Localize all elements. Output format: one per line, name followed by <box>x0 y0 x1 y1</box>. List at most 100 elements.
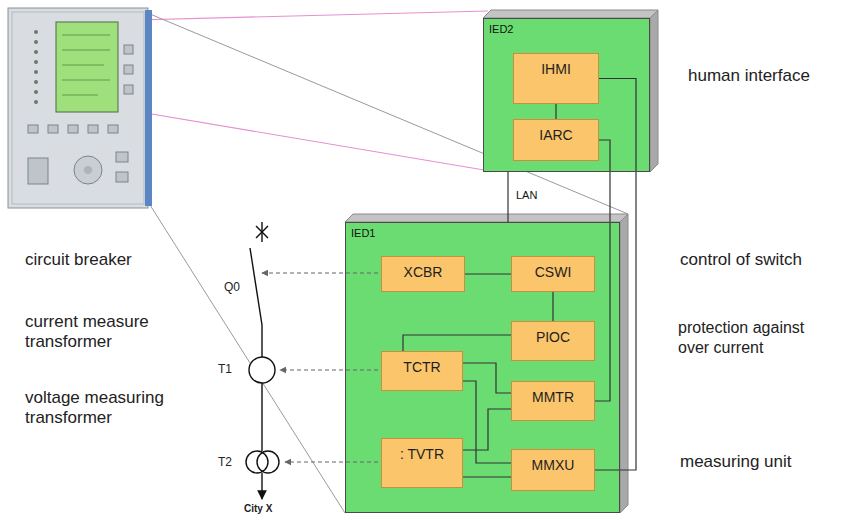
function-label: control of switch <box>680 250 802 270</box>
dashed-link <box>280 370 378 371</box>
ied-name: IED1 <box>346 224 375 240</box>
callout-label: City X <box>244 503 272 515</box>
callout-label: T2 <box>218 455 232 469</box>
callout-label: Q0 <box>224 280 240 294</box>
function-label: protection against over current <box>678 318 838 358</box>
feeder-arrow <box>261 473 262 499</box>
logical-node-name: TCTR <box>403 359 440 375</box>
logical-node-name: MMTR <box>532 389 574 405</box>
connector-line <box>595 79 636 471</box>
breaker-cross <box>256 226 268 238</box>
ied-name: IED2 <box>484 20 513 36</box>
connector-line <box>463 381 511 463</box>
logical-node-name: CSWI <box>535 264 572 280</box>
led <box>34 60 38 64</box>
device-button <box>124 45 133 54</box>
device-button <box>28 125 38 133</box>
logical-node-box: IARC <box>513 119 599 161</box>
device-button <box>124 65 133 74</box>
connector-line <box>463 476 511 477</box>
logical-node-box: PIOC <box>511 321 595 361</box>
function-label: human interface <box>688 66 810 86</box>
device-navigator <box>74 156 102 184</box>
logical-node-box: : TVTR <box>381 438 463 488</box>
device-button <box>48 125 58 133</box>
screen-line <box>62 50 110 51</box>
device-button <box>116 152 128 162</box>
ied-top-face <box>483 10 658 18</box>
led <box>34 30 38 34</box>
screen-line <box>62 35 110 36</box>
led <box>34 70 38 74</box>
ied-side-face <box>650 10 658 172</box>
ied-front <box>483 18 650 172</box>
connector-label: LAN <box>514 189 539 202</box>
device-screen <box>56 22 118 112</box>
logical-node-box: TCTR <box>381 351 463 391</box>
switch-blade <box>250 248 262 325</box>
dashed-link <box>262 273 378 274</box>
connector-line <box>555 104 556 119</box>
led <box>34 50 38 54</box>
function-label: circuit breaker <box>25 250 132 270</box>
callout-label: T1 <box>218 362 232 376</box>
zoom-line <box>150 205 345 513</box>
logical-node-name: IARC <box>539 127 572 143</box>
led <box>34 40 38 44</box>
screen-line <box>62 80 110 81</box>
logical-node-name: PIOC <box>536 329 570 345</box>
logical-node-name: : TVTR <box>400 446 444 462</box>
logical-node-name: MMXU <box>532 457 575 473</box>
device-keypad <box>28 158 48 184</box>
feeder-line <box>261 383 262 451</box>
screen-line <box>62 65 104 66</box>
device-button <box>68 125 78 133</box>
connector-line <box>403 335 511 351</box>
device-navigator <box>84 166 92 174</box>
ied-fills <box>345 10 658 513</box>
led <box>34 100 38 104</box>
ied-top-face <box>345 214 628 222</box>
device-button <box>116 172 128 182</box>
dashed-link <box>285 462 378 463</box>
device-bezel <box>12 12 144 204</box>
ied-device-photo <box>8 8 152 208</box>
feeder-line <box>261 325 262 357</box>
device-button <box>88 125 98 133</box>
zoom-line <box>116 108 484 170</box>
function-label: voltage measuring transformer <box>25 388 200 428</box>
single-line-diagram <box>246 222 378 499</box>
logical-node-name: IHMI <box>541 61 571 77</box>
connector-line <box>463 363 511 393</box>
device-button <box>108 125 118 133</box>
ied-front <box>345 222 620 513</box>
connector-line <box>552 292 553 321</box>
connector-line <box>595 140 610 401</box>
device-button <box>124 85 133 94</box>
voltage-transformer-symbol <box>257 451 279 473</box>
logical-node-name: XCBR <box>404 264 443 280</box>
function-label: measuring unit <box>680 452 792 472</box>
ied-box: IED2IHMI IARC <box>483 18 650 172</box>
logical-node-box: MMTR <box>511 381 595 421</box>
breaker-cross <box>256 226 268 238</box>
device-side <box>145 10 152 206</box>
screen-line <box>62 95 98 96</box>
ied-side-face <box>620 214 628 513</box>
connector-line <box>507 172 508 222</box>
function-label: current measure transformer <box>25 312 200 352</box>
ied-box: IED1XCBR CSWI PIOC TCTR MMTR : TVTR MMXU <box>345 222 620 513</box>
logical-node-box: CSWI <box>511 256 595 292</box>
logical-node-box: XCBR <box>381 256 465 292</box>
ied-shading <box>483 10 658 172</box>
connector-line <box>463 409 511 450</box>
ied-shading <box>345 214 628 513</box>
logical-node-box: IHMI <box>513 53 599 104</box>
led <box>34 90 38 94</box>
led <box>34 80 38 84</box>
device-front <box>8 8 148 208</box>
current-transformer-symbol <box>249 357 275 383</box>
connector-line <box>465 273 511 274</box>
leader-lines <box>60 11 628 513</box>
logical-node-box: MMXU <box>511 449 595 491</box>
